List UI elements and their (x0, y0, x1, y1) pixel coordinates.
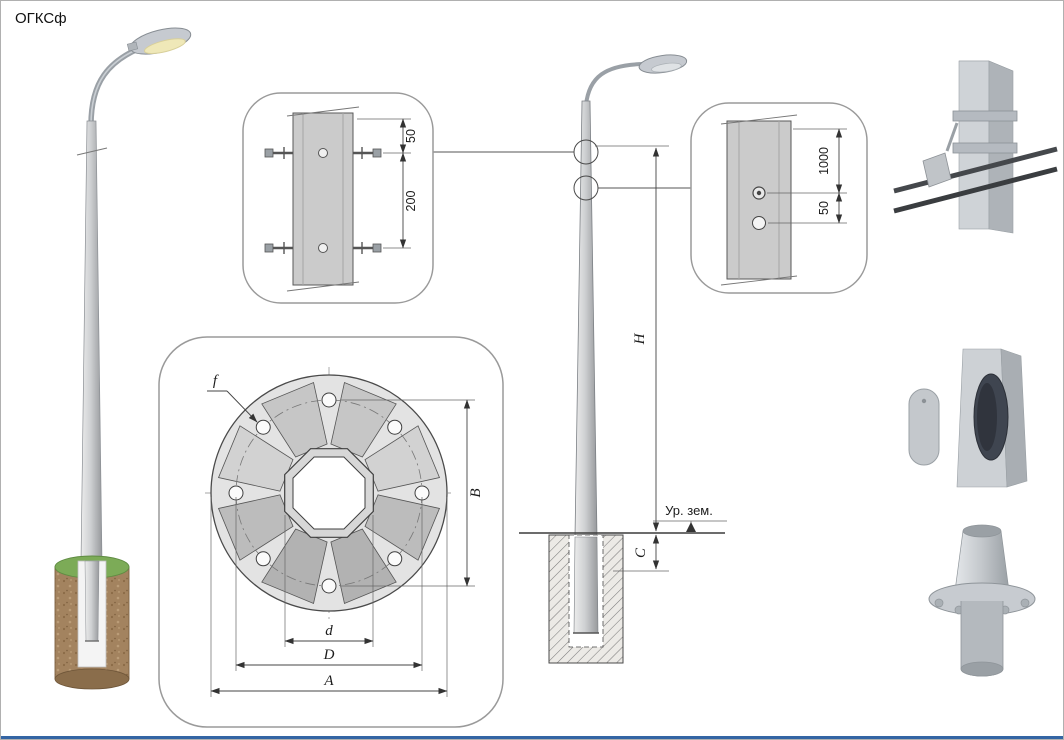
clamp-band-lower (952, 142, 1018, 154)
pole-shaft (80, 120, 103, 564)
dim-label-50-bottom: 50 (817, 201, 831, 215)
dim-label-f: f (213, 373, 219, 389)
dim-label-B: B (468, 488, 484, 497)
door-cover (908, 388, 940, 466)
drain-hole (752, 216, 766, 230)
mount-bolts-lower (264, 242, 382, 254)
break-mark (720, 114, 798, 125)
upper-tube (954, 530, 1010, 592)
pole-section (726, 120, 792, 280)
dim-label-d: d (325, 623, 333, 639)
dim-label-C: C (633, 547, 649, 558)
luminaire (638, 54, 688, 74)
dim-label-A: A (323, 673, 334, 689)
octagon-socket-inner (292, 456, 366, 530)
page-title: ОГКСф (15, 10, 67, 27)
break-mark (720, 275, 798, 286)
dim-label-D: D (323, 647, 335, 663)
foundation-3d (54, 555, 130, 690)
dim-label-1000: 1000 (817, 147, 831, 175)
callout-circle-upper (573, 139, 599, 165)
break-mark (286, 106, 360, 117)
bracket-arm (584, 62, 644, 106)
bracket-clamp-render (893, 60, 1058, 234)
luminaire (126, 27, 192, 55)
bracket-arm (88, 40, 154, 126)
break-mark (76, 147, 108, 156)
cross-arm-rod (893, 146, 1058, 194)
window-edge (1, 736, 1063, 739)
pole-section (292, 112, 354, 286)
pole-3d-render (54, 27, 192, 690)
callout-circle-lower (573, 175, 599, 201)
base-flange-render (928, 524, 1036, 677)
clamp-bracket (922, 152, 952, 188)
ground-level-mark (686, 522, 696, 532)
cross-arm-rod (893, 166, 1058, 214)
access-door-render (908, 348, 1028, 488)
pole-elevation: Ур. зем. H C (519, 54, 727, 664)
ground-bolt-detail: 1000 50 (690, 102, 868, 294)
break-mark (286, 281, 360, 292)
pole-shaft (574, 100, 598, 538)
flange-plan-detail: f B d D A (158, 336, 504, 728)
ground-level-label: Ур. зем. (665, 503, 713, 518)
dim-label-H: H (632, 332, 648, 345)
mount-bolts-upper (264, 147, 382, 159)
dim-label-50-top: 50 (404, 129, 418, 143)
dim-label-200: 200 (404, 191, 418, 212)
top-mount-detail: 50 200 (242, 92, 434, 304)
clamp-band-upper (952, 110, 1018, 122)
